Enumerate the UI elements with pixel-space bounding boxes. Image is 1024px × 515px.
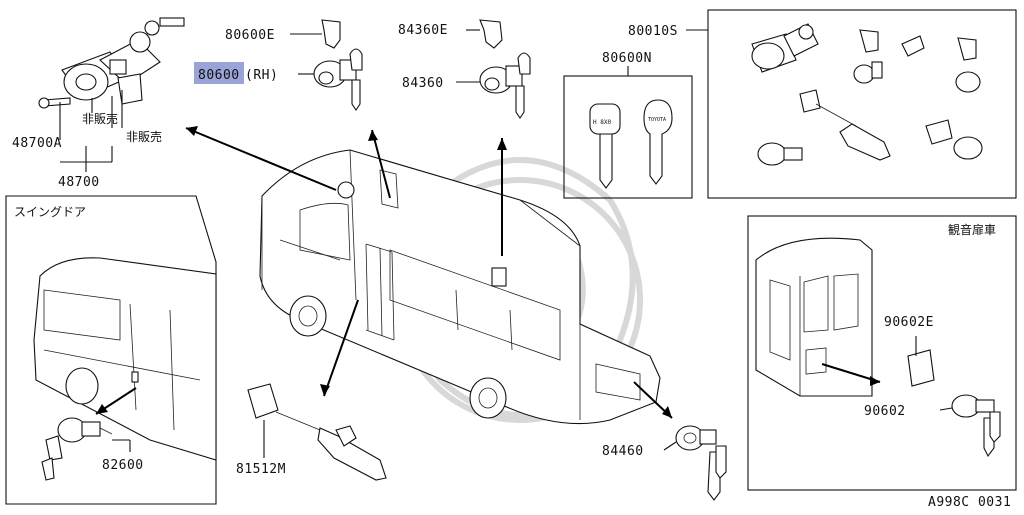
label-48700: 48700 — [58, 175, 100, 190]
label-84360E: 84360E — [398, 23, 448, 38]
label-80600: 80600 — [198, 68, 240, 83]
inside-handle-81512M — [247, 383, 387, 481]
label-82600: 82600 — [102, 458, 144, 473]
label-84360: 84360 — [402, 76, 444, 91]
label-90602E: 90602E — [884, 315, 934, 330]
main-van-illustration — [259, 149, 661, 425]
label-not-sold-1: 非販売 — [82, 111, 118, 126]
back-door-lock-84460 — [663, 425, 727, 501]
label-84460: 84460 — [602, 444, 644, 459]
label-90602: 90602 — [864, 404, 906, 419]
callout-arrows — [185, 126, 673, 419]
label-48700A: 48700A — [12, 136, 62, 151]
figure-code: A998C 0031 — [928, 495, 1011, 510]
swing-door-title: スイングドア — [14, 205, 86, 219]
ignition-lock-assembly — [38, 17, 185, 172]
label-not-sold-2: 非販売 — [126, 129, 162, 144]
label-80600N: 80600N — [602, 51, 652, 66]
swing-door-lock-82600 — [41, 417, 131, 481]
label-80600E: 80600E — [225, 28, 275, 43]
lock-set-box — [707, 9, 1017, 199]
master-key-icon: H 8X0 — [589, 103, 621, 189]
tourist-door-title: 観音扉車 — [948, 222, 996, 237]
label-81512M: 81512M — [236, 462, 286, 477]
door-lock-cylinder-84360 — [456, 19, 531, 119]
label-80010S: 80010S — [628, 24, 678, 39]
swing-door-van — [33, 257, 217, 461]
tourist-door-van — [755, 237, 873, 397]
tourist-door-lock-90602 — [907, 336, 1001, 458]
sub-key-icon: TOYOTA — [643, 99, 673, 185]
highlight-80600 — [194, 62, 244, 84]
label-80600-rh: (RH) — [245, 68, 278, 83]
door-lock-cylinder-80600 — [290, 19, 363, 111]
svg-text:TOYOTA: TOYOTA — [648, 117, 666, 123]
lock-set-parts — [751, 23, 983, 166]
tourist-door-inset — [747, 215, 1017, 491]
svg-text:H 8X0: H 8X0 — [593, 119, 611, 126]
